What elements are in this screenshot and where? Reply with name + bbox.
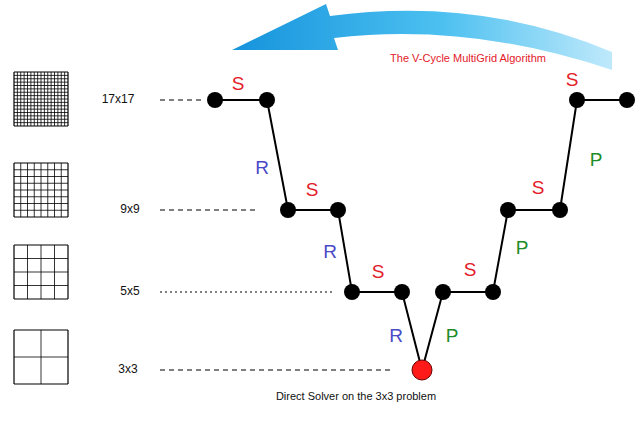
grid-size-label: 17x17 xyxy=(102,93,135,106)
grid-size-label: 5x5 xyxy=(120,285,139,298)
prolong-step: P xyxy=(590,150,603,171)
grid-size-label: 9x9 xyxy=(120,203,139,216)
cycle-arrow xyxy=(232,4,612,70)
smooth-step: S xyxy=(464,260,477,281)
diagram-title: The V-Cycle MultiGrid Algorithm xyxy=(390,52,546,64)
grid-level-dots xyxy=(207,92,635,300)
diagram-caption: Direct Solver on the 3x3 problem xyxy=(276,390,436,402)
prolong-step: P xyxy=(516,238,529,259)
smooth-step: S xyxy=(566,70,579,91)
grid-icons xyxy=(14,72,68,384)
coarse-solve-dot xyxy=(412,360,432,380)
smooth-step: S xyxy=(372,262,385,283)
restrict-step: R xyxy=(323,242,337,263)
grid-size-label: 3x3 xyxy=(118,363,137,376)
prolong-step: P xyxy=(446,326,459,347)
restrict-step: R xyxy=(389,326,403,347)
smooth-step: S xyxy=(232,74,245,95)
cycle-path xyxy=(215,100,627,370)
restrict-step: R xyxy=(255,158,269,179)
smooth-step: S xyxy=(532,178,545,199)
smooth-step: S xyxy=(306,180,319,201)
